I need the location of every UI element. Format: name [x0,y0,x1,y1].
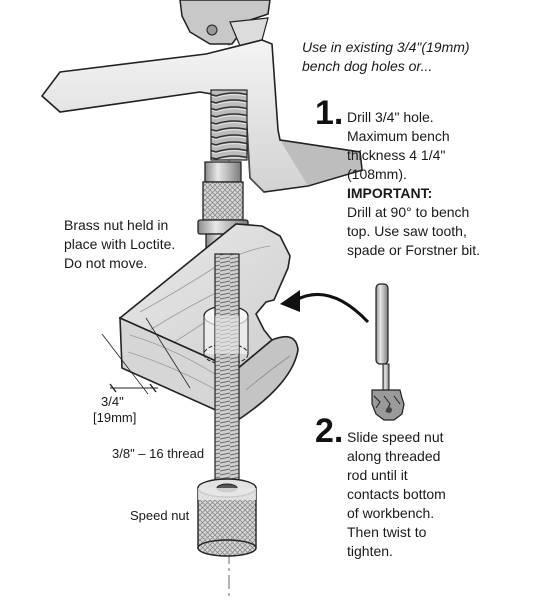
step-1-line-7: spade or Forstner bit. [347,242,481,258]
clamp-head [179,0,271,47]
forstner-bit [371,283,405,421]
step-1-important: IMPORTANT: [347,185,433,201]
intro-text: Use in existing 3/4"(19mm) bench dog hol… [302,38,522,76]
step-2-line-6: Then twist to [347,524,427,540]
arrow-head [280,290,300,312]
step-1-line-1: Drill 3/4" hole. [347,109,434,125]
dimension-mm: [19mm] [93,410,137,425]
dimension-label: 3/4" [19mm] [93,394,163,426]
step-1-number: 1. [315,94,344,132]
step-2-line-4: contacts bottom [347,486,446,502]
intro-line-1: Use in existing 3/4"(19mm) [302,39,470,55]
brass-line-3: Do not move. [64,255,148,271]
step-2-line-3: rod until it [347,467,408,483]
intro-line-2: bench dog holes or... [302,58,433,74]
step-2-line-7: tighten. [347,543,393,559]
spring [210,89,248,161]
threaded-rod [214,253,240,493]
brass-line-1: Brass nut held in [64,217,169,233]
step-2-line-1: Slide speed nut [347,429,444,445]
step-2-line-2: along threaded [347,448,441,464]
step-1-text: Drill 3/4" hole. Maximum bench thickness… [347,108,537,260]
brass-nut-label: Brass nut held in place with Loctite. Do… [64,216,224,273]
step-1-line-2: Maximum bench [347,128,450,144]
dimension-value: 3/4" [101,394,124,409]
thread-label: 3/8" – 16 thread [112,446,205,461]
insert-arrow [295,292,370,324]
brass-line-2: place with Loctite. [64,236,176,252]
speed-nut [197,478,257,557]
step-1-line-3: thickness 4 1/4" [347,147,446,163]
step-2-line-5: of workbench. [347,505,435,521]
step-1-line-4: (108mm). [347,166,407,182]
speed-nut-label: Speed nut [130,508,190,523]
step-2-text: Slide speed nut along threaded rod until… [347,428,537,561]
step-1-line-5: Drill at 90° to bench [347,204,470,220]
step-1-line-6: top. Use saw tooth, [347,223,467,239]
step-2-number: 2. [315,412,344,450]
dimension-marks [101,317,191,395]
